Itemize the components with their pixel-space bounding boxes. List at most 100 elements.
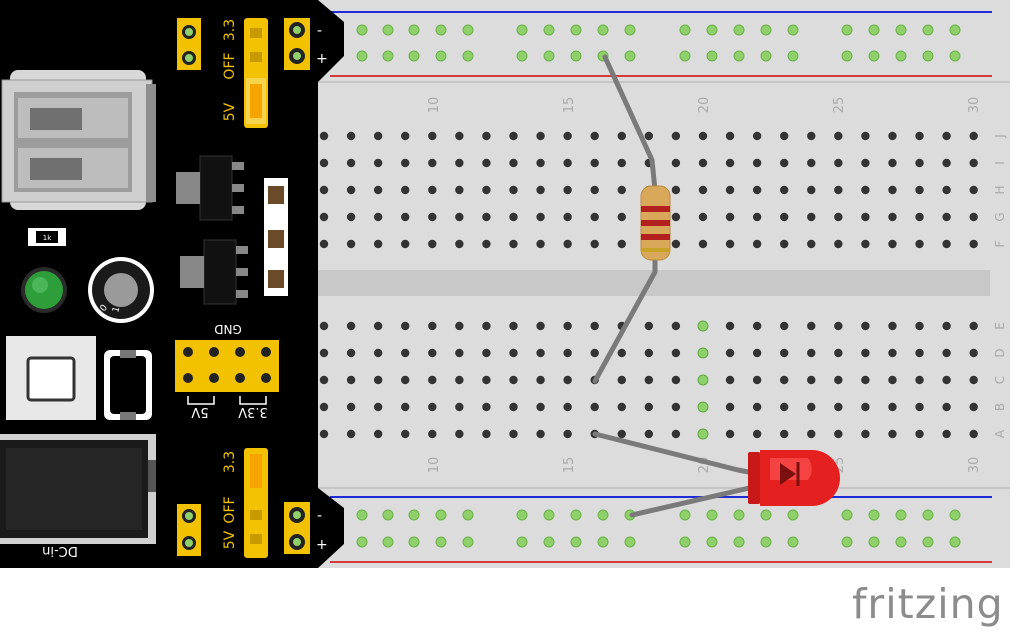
rail-hole <box>462 509 474 521</box>
rail-hole <box>733 536 745 548</box>
breadboard-hole <box>888 429 897 439</box>
rail-hole <box>408 536 420 548</box>
dc-in-label: DC-in <box>42 543 78 558</box>
rail-hole <box>679 24 691 36</box>
breadboard-hole <box>942 158 951 168</box>
rail-hole <box>895 509 907 521</box>
breadboard-hole <box>942 402 951 412</box>
breadboard-hole <box>834 348 843 358</box>
breadboard-hole <box>671 429 681 439</box>
resistor-lead-bottom <box>592 252 658 384</box>
breadboard-hole <box>563 239 572 249</box>
breadboard-hole <box>671 131 681 141</box>
breadboard-hole <box>834 402 843 412</box>
breadboard-hole <box>969 402 978 412</box>
breadboard-hole <box>455 239 464 249</box>
breadboard-hole <box>697 374 709 386</box>
breadboard-hole <box>346 402 356 412</box>
breadboard-hole <box>373 185 383 195</box>
breadboard-hole <box>725 185 735 195</box>
breadboard-hole <box>509 429 518 439</box>
usb-port <box>1 70 156 210</box>
top-jumper-label-3v3: 3.3 <box>222 19 238 41</box>
breadboard-hole <box>834 321 843 331</box>
breadboard-hole <box>915 429 924 439</box>
breadboard-hole <box>861 212 870 222</box>
rail-hole <box>841 50 853 62</box>
breadboard-hole <box>671 402 681 412</box>
breadboard-hole <box>482 212 491 222</box>
row-label-i: I <box>993 161 1007 165</box>
rail-hole <box>760 24 772 36</box>
breadboard-hole <box>617 131 626 141</box>
breadboard-hole <box>509 348 518 358</box>
rail-hole <box>760 509 772 521</box>
breadboard-holes <box>319 131 978 440</box>
rail-hole <box>516 50 528 62</box>
breadboard-hole <box>915 348 924 358</box>
breadboard-hole <box>752 185 762 195</box>
gnd-label: GND <box>214 322 242 336</box>
capacitor-strip <box>264 178 288 296</box>
rail-hole <box>679 50 691 62</box>
breadboard-hole <box>698 131 708 141</box>
rail-hole <box>949 24 961 36</box>
breadboard-hole <box>346 158 356 168</box>
breadboard-hole <box>807 131 816 141</box>
breadboard-hole <box>482 348 491 358</box>
breadboard-hole <box>590 348 599 358</box>
breadboard-hole <box>428 212 437 222</box>
breadboard-hole <box>482 131 491 141</box>
rail-hole <box>543 536 555 548</box>
rail-hole <box>787 509 799 521</box>
fritzing-brand-logo: fritzing <box>852 580 1004 628</box>
rail-hole <box>624 24 636 36</box>
breadboard-hole <box>779 158 789 168</box>
rail-hole <box>787 50 799 62</box>
breadboard-hole <box>563 402 572 412</box>
breadboard-hole <box>563 321 572 331</box>
rail-hole <box>624 536 636 548</box>
breadboard-hole <box>428 185 437 195</box>
power-switch-knob: 1 0 <box>88 257 154 323</box>
breadboard-hole <box>644 131 654 141</box>
rail-hole <box>787 24 799 36</box>
breadboard-hole <box>482 185 491 195</box>
header-label-5v: 5V <box>191 404 208 419</box>
breadboard-hole <box>401 375 410 385</box>
row-label-d: D <box>993 348 1007 357</box>
rail-hole <box>408 24 420 36</box>
breadboard-hole <box>779 375 789 385</box>
bottom-rail-minus-sign: - <box>317 508 322 524</box>
push-button <box>6 336 96 420</box>
breadboard-hole <box>807 321 816 331</box>
rail-hole <box>922 50 934 62</box>
breadboard-hole <box>617 375 626 385</box>
breadboard-hole <box>671 239 681 249</box>
col-label-15-top: 15 <box>562 97 577 114</box>
breadboard-hole <box>752 239 762 249</box>
breadboard-hole <box>509 212 518 222</box>
breadboard-hole <box>725 402 735 412</box>
breadboard-hole <box>617 212 626 222</box>
rail-hole <box>706 50 718 62</box>
breadboard-hole <box>942 131 951 141</box>
rail-hole <box>356 536 368 548</box>
rail-hole <box>949 536 961 548</box>
breadboard-hole <box>807 212 816 222</box>
resistor <box>640 185 671 261</box>
top-jumper-label-5v: 5V <box>222 102 238 121</box>
rail-hole <box>760 536 772 548</box>
breadboard-hole <box>617 185 626 195</box>
breadboard-hole <box>482 158 491 168</box>
rail-hole <box>382 50 394 62</box>
breadboard-hole <box>942 185 951 195</box>
breadboard-hole <box>969 158 978 168</box>
rail-hole <box>570 50 582 62</box>
breadboard-hole <box>915 375 924 385</box>
breadboard-hole <box>969 321 978 331</box>
breadboard-hole <box>319 321 329 331</box>
breadboard-hole <box>644 321 654 331</box>
breadboard-hole <box>536 131 545 141</box>
breadboard-hole <box>373 212 383 222</box>
